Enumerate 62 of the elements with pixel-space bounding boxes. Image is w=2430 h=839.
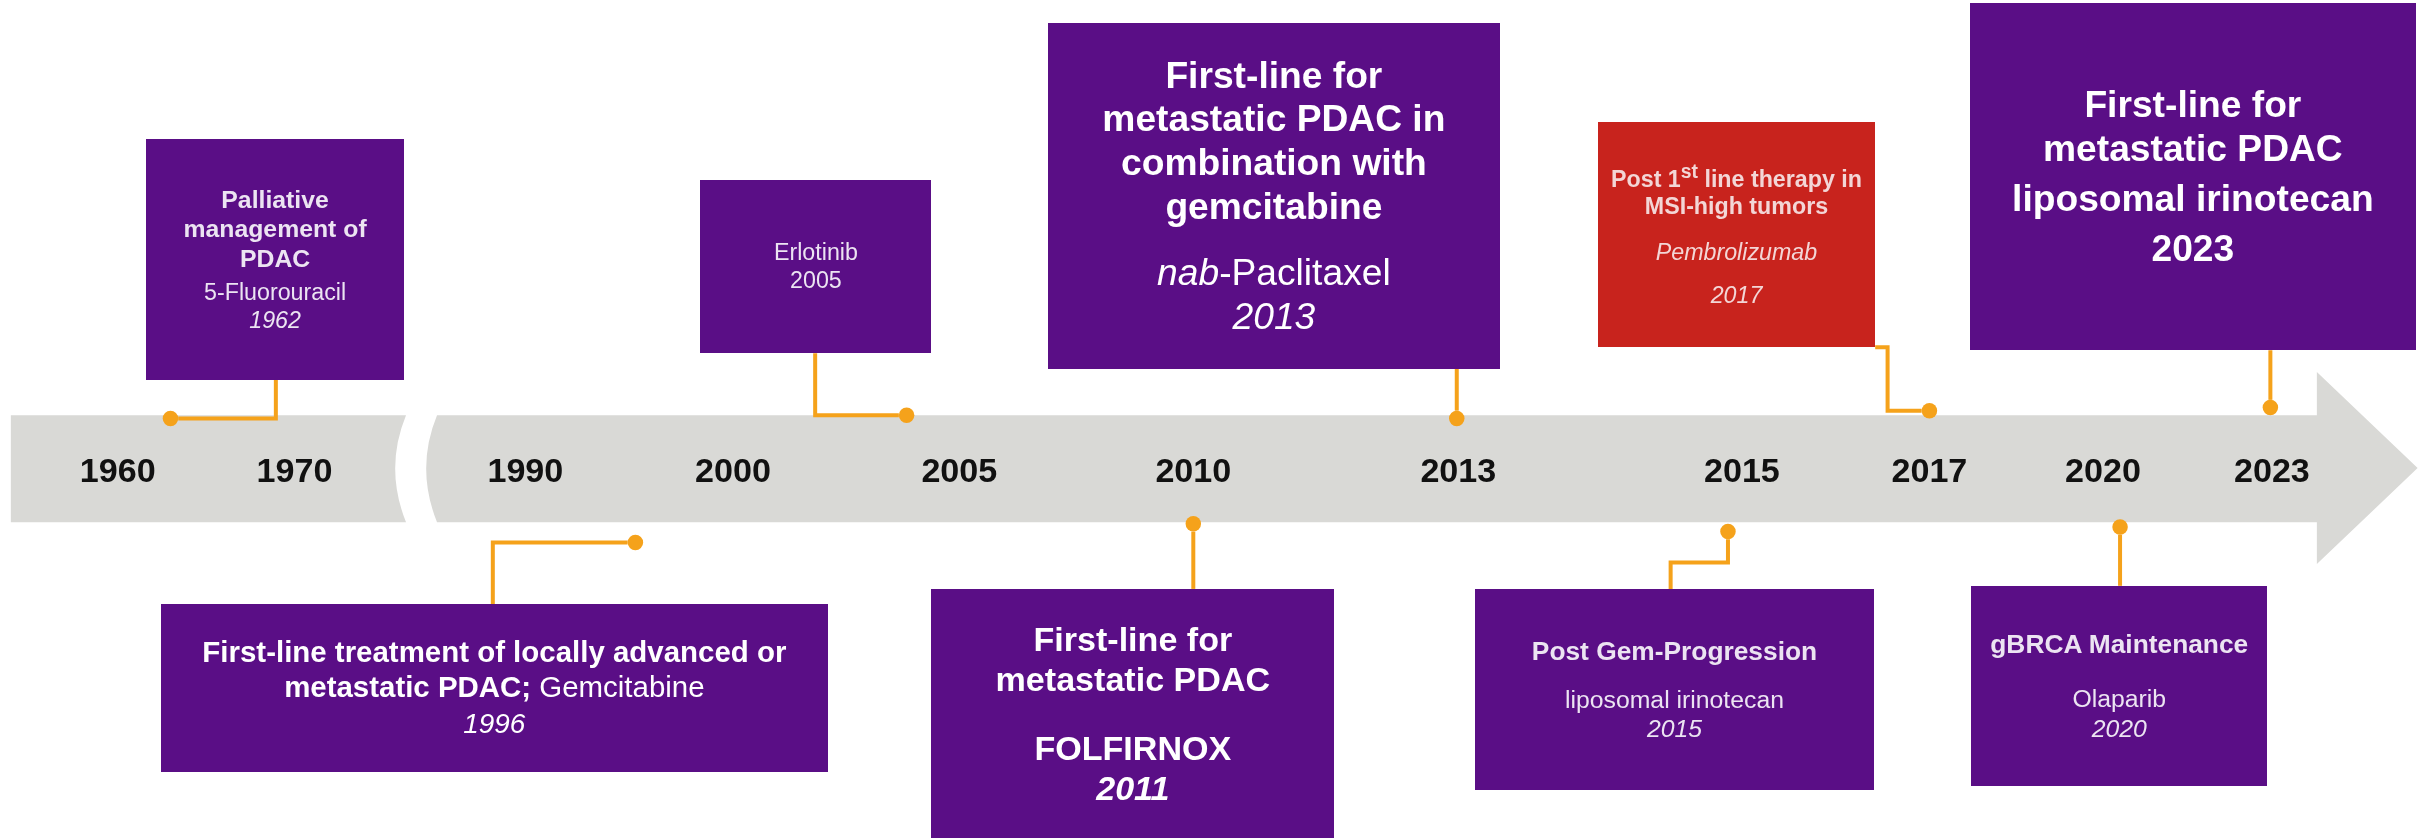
year-label: 2000 (695, 450, 771, 490)
timeline-dot (2262, 399, 2279, 416)
leader-line (1875, 345, 1922, 413)
drug-name: liposomal irinotecan (2012, 176, 2374, 221)
year-label: 1970 (256, 450, 333, 490)
milestone-heading: Post 1$^{st}$ line therapy in MSI-high tumors (1610, 160, 1863, 221)
drug-name: Olaparib (2072, 684, 2167, 714)
milestone-box (1971, 585, 2268, 786)
year-label: 1990 (487, 450, 564, 490)
leader-line (1454, 368, 1459, 411)
milestone-box (145, 139, 405, 380)
year-label: 2010 (1155, 450, 1232, 490)
year-text: 2020 (2091, 713, 2147, 743)
milestone-heading: Palliative management of PDAC (182, 185, 368, 273)
milestone-box (1475, 588, 1874, 791)
milestone-box (1597, 122, 1876, 348)
milestone-heading: gBRCA Maintenance (1990, 628, 2249, 660)
timeline-dot (627, 534, 644, 551)
year-text: 2015 (1646, 714, 1703, 744)
milestone-heading: Post Gem-Progression (1531, 635, 1818, 667)
leader-line (2268, 350, 2273, 400)
milestone-heading: First-line for metastatic PDAC (994, 619, 1272, 700)
year-label: 2013 (1420, 450, 1497, 490)
milestone-box (161, 604, 828, 772)
year-label: 2015 (1704, 450, 1780, 490)
year-text: 2005 (790, 266, 842, 294)
drug-name: nab-Paclitaxel (1157, 250, 1391, 295)
drug-name: liposomal irinotecan (1564, 685, 1784, 715)
milestone-box (1047, 23, 1501, 369)
year-text: 1962 (249, 306, 301, 334)
drug-name: FOLFIRNOX (1034, 727, 1232, 768)
leader-line (490, 540, 628, 605)
timeline-dot (898, 407, 915, 424)
year-label: 1960 (79, 450, 156, 490)
timeline-dot (162, 410, 179, 427)
milestone-heading: Erlotinib (773, 239, 858, 267)
leader-line (813, 353, 899, 418)
year-label: 2017 (1891, 450, 1968, 490)
year-label: 2020 (2065, 450, 2141, 490)
year-text: 1996 (463, 707, 526, 741)
timeline-dot (2112, 519, 2128, 535)
milestone-box (700, 179, 932, 354)
drug-name: 5-Fluorouracil (204, 279, 347, 307)
milestone-heading: First-line treatment of locally advanced or metastatic PDAC; Gemcitabine (201, 635, 788, 705)
year-text: 2011 (1096, 767, 1170, 808)
timeline-dot (1449, 410, 1465, 427)
year-text: 2013 (1232, 294, 1316, 339)
timeline-dot (1921, 402, 1938, 419)
leader-line (1668, 539, 1730, 589)
timeline-dot (1720, 523, 1736, 540)
milestone-heading: First-line for metastatic PDAC in combination with gemcitabine (1101, 53, 1447, 230)
year-text: 2023 (2151, 226, 2235, 271)
milestone-box (1969, 3, 2417, 351)
year-label: 2005 (921, 450, 998, 490)
leader-line (2118, 534, 2123, 586)
leader-line (178, 379, 278, 421)
year-label: 2023 (2234, 450, 2310, 490)
year-text: 2017 (1710, 282, 1763, 310)
milestone-box (931, 588, 1335, 839)
timeline-dot (1185, 516, 1202, 532)
leader-line (1191, 531, 1196, 589)
drug-name: Pembrolizumab (1655, 239, 1818, 267)
